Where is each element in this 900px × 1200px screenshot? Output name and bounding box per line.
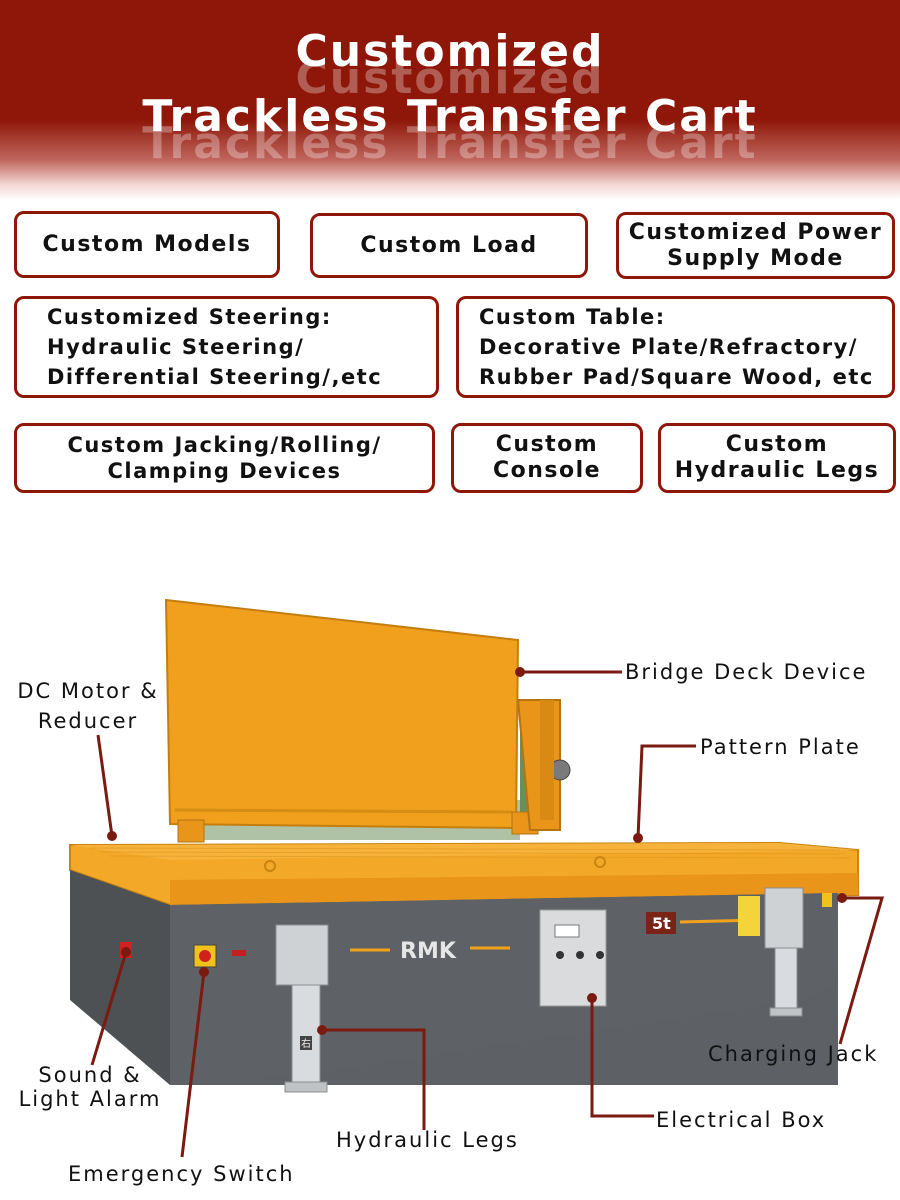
callout-lines: [90, 670, 884, 1158]
header-banner: [0, 0, 900, 200]
electrical-box: [539, 909, 607, 1007]
bridge-deck-plate: [164, 598, 520, 830]
feature-label: Differential Steering/,etc: [47, 365, 383, 389]
feature-label: Hydraulic Steering/: [47, 335, 305, 359]
feature-label: Rubber Pad/Square Wood, etc: [479, 365, 874, 389]
feature-console: Custom Console: [451, 423, 643, 493]
feature-custom-load: Custom Load: [310, 213, 588, 278]
feature-steering: Customized Steering: Hydraulic Steering/…: [14, 296, 439, 398]
callout-dc-motor: DC Motor & Reducer: [8, 679, 168, 733]
page-title-line1: Customized: [295, 26, 605, 77]
feature-label: Supply Mode: [667, 245, 844, 271]
callout-electrical-box: Electrical Box: [656, 1108, 827, 1132]
feature-custom-models: Custom Models: [14, 211, 280, 278]
feature-power-supply: Customized Power Supply Mode: [616, 212, 895, 279]
callout-text: Sound &: [38, 1063, 142, 1087]
feature-label: Hydraulic Legs: [674, 458, 880, 483]
callout-hydraulic-legs: Hydraulic Legs: [336, 1128, 519, 1152]
leg-label: 右: [301, 1037, 311, 1050]
title-line1-reflection: Customized: [295, 53, 605, 104]
feature-hydraulic-legs: Custom Hydraulic Legs: [658, 423, 896, 493]
callout-emergency-switch: Emergency Switch: [68, 1162, 295, 1186]
callout-charging-jack: Charging Jack: [708, 1042, 879, 1066]
feature-label: Decorative Plate/Refractory/: [479, 335, 858, 359]
cart-body-side: [70, 870, 170, 1085]
feature-jacking-devices: Custom Jacking/Rolling/ Clamping Devices: [14, 423, 435, 493]
callout-text: Light Alarm: [18, 1087, 162, 1111]
callout-sound-alarm: Sound & Light Alarm: [10, 1063, 170, 1111]
callout-text: Reducer: [37, 709, 139, 733]
feature-label: Customized Power: [628, 219, 883, 245]
feature-label: Console: [492, 458, 602, 483]
feature-label: Custom Table:: [479, 305, 666, 329]
feature-label: Custom Models: [42, 231, 252, 257]
page-title-line2: Trackless Transfer Cart: [142, 91, 758, 142]
callout-dots: [107, 667, 847, 1035]
callout-bridge-deck: Bridge Deck Device: [625, 660, 868, 684]
feature-label: Custom Jacking/Rolling/: [67, 433, 382, 457]
feature-label: Customized Steering:: [47, 305, 332, 329]
callout-pattern-plate: Pattern Plate: [700, 735, 861, 759]
callout-text: DC Motor &: [17, 679, 159, 703]
feature-label: Custom: [725, 432, 829, 457]
feature-label: Custom: [495, 432, 599, 457]
feature-table: Custom Table: Decorative Plate/Refractor…: [456, 296, 895, 398]
capacity-badge: 5t: [652, 914, 671, 933]
title-line2-reflection: Trackless Transfer Cart: [142, 118, 758, 169]
brand-logo: RMK: [400, 939, 457, 964]
feature-label: Custom Load: [360, 232, 538, 258]
feature-label: Clamping Devices: [107, 459, 342, 483]
